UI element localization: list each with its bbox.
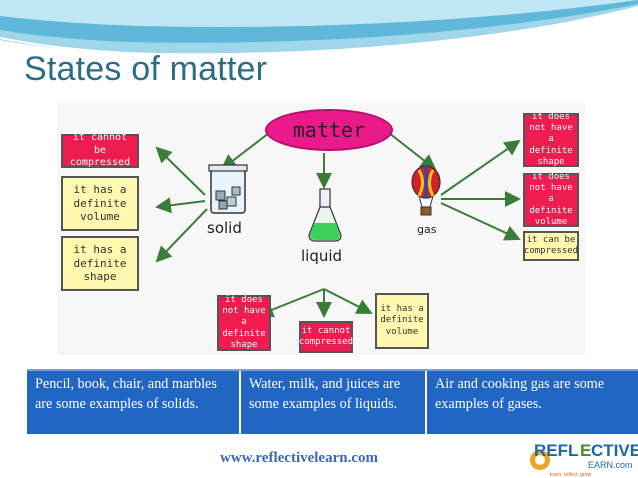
svg-text:E: E bbox=[580, 441, 591, 460]
gas-prop-compressed: it can be compressed bbox=[523, 231, 579, 261]
liquid-label: liquid bbox=[301, 247, 343, 265]
examples-cell-solids: Pencil, book, chair, and marbles are som… bbox=[27, 371, 241, 434]
footer-url: www.reflectivelearn.com bbox=[220, 450, 378, 466]
svg-text:learn. reflect. grow: learn. reflect. grow bbox=[550, 472, 592, 478]
concept-map: matter it cannot be compressed it has a … bbox=[57, 103, 585, 355]
page-title: States of matter bbox=[24, 50, 268, 88]
matter-node: matter bbox=[265, 109, 393, 151]
examples-table: Pencil, book, chair, and marbles are som… bbox=[27, 369, 638, 434]
svg-text:EARN.com: EARN.com bbox=[588, 460, 633, 470]
solid-label: solid bbox=[207, 219, 242, 237]
gas-prop-volume: it does not have a definite volume bbox=[523, 172, 579, 227]
reflectivelearn-logo: REFL E CTIVE EARN.com learn. reflect. gr… bbox=[530, 441, 638, 478]
svg-text:CTIVE: CTIVE bbox=[591, 441, 638, 460]
liquid-prop-compressed: it cannot compressed bbox=[299, 321, 353, 353]
gas-balloon-icon bbox=[411, 165, 441, 216]
solid-prop-volume: it has a definite volume bbox=[61, 176, 139, 231]
gas-prop-shape: it does not have a definite shape bbox=[523, 112, 579, 167]
gas-label: gas bbox=[417, 223, 437, 236]
examples-cell-liquids: Water, milk, and juices are some example… bbox=[241, 371, 427, 434]
liquid-prop-shape: it does not have a definite shape bbox=[217, 295, 271, 351]
liquid-prop-volume: it has a definite volume bbox=[375, 293, 429, 349]
svg-text:REFL: REFL bbox=[534, 441, 578, 460]
connector-arrows bbox=[155, 132, 521, 318]
examples-cell-gases: Air and cooking gas are some examples of… bbox=[435, 376, 605, 412]
header-swoosh bbox=[0, 0, 638, 57]
solid-jar-icon bbox=[208, 164, 248, 214]
liquid-flask-icon bbox=[308, 188, 342, 242]
solid-prop-compressed: it cannot be compressed bbox=[61, 132, 139, 168]
solid-prop-shape: it has a definite shape bbox=[61, 236, 139, 291]
